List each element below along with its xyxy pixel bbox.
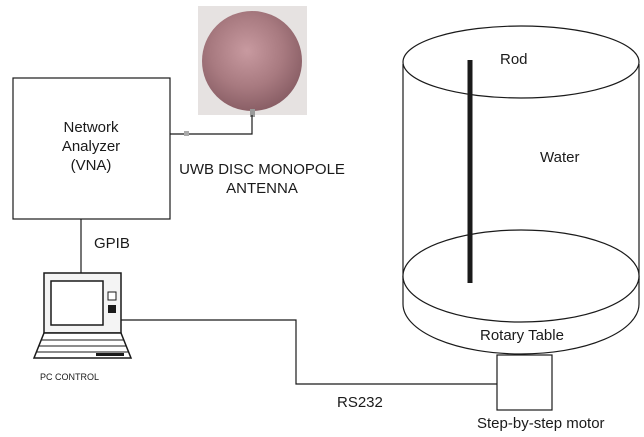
rs232-cable	[121, 319, 498, 385]
network-analyzer-label: Network Analyzer (VNA)	[30, 118, 152, 175]
step-motor-label: Step-by-step motor	[477, 415, 605, 432]
rs232-label: RS232	[337, 394, 383, 411]
vna-antenna-cable	[170, 115, 253, 135]
pc-control-label: PC CONTROL	[40, 372, 100, 382]
water-label: Water	[540, 149, 580, 166]
water-tank-cylinder	[402, 25, 640, 355]
rotary-table-label: Rotary Table	[480, 327, 564, 344]
pc-laptop-icon	[32, 272, 133, 359]
rod-label: Rod	[500, 51, 528, 68]
antenna-line2: ANTENNA	[226, 180, 298, 197]
network-analyzer-line3: (VNA)	[70, 157, 112, 174]
network-analyzer-line1: Network	[63, 119, 119, 136]
antenna-line1: UWB DISC MONOPOLE	[179, 161, 345, 178]
step-motor-box	[496, 354, 553, 411]
antenna-label: UWB DISC MONOPOLE ANTENNA	[170, 160, 354, 198]
uwb-disc-antenna-photo	[198, 6, 307, 117]
cable-connector	[184, 131, 189, 136]
gpib-label: GPIB	[94, 235, 130, 252]
network-analyzer-line2: Analyzer	[61, 138, 121, 155]
network-analyzer-box	[12, 77, 171, 220]
